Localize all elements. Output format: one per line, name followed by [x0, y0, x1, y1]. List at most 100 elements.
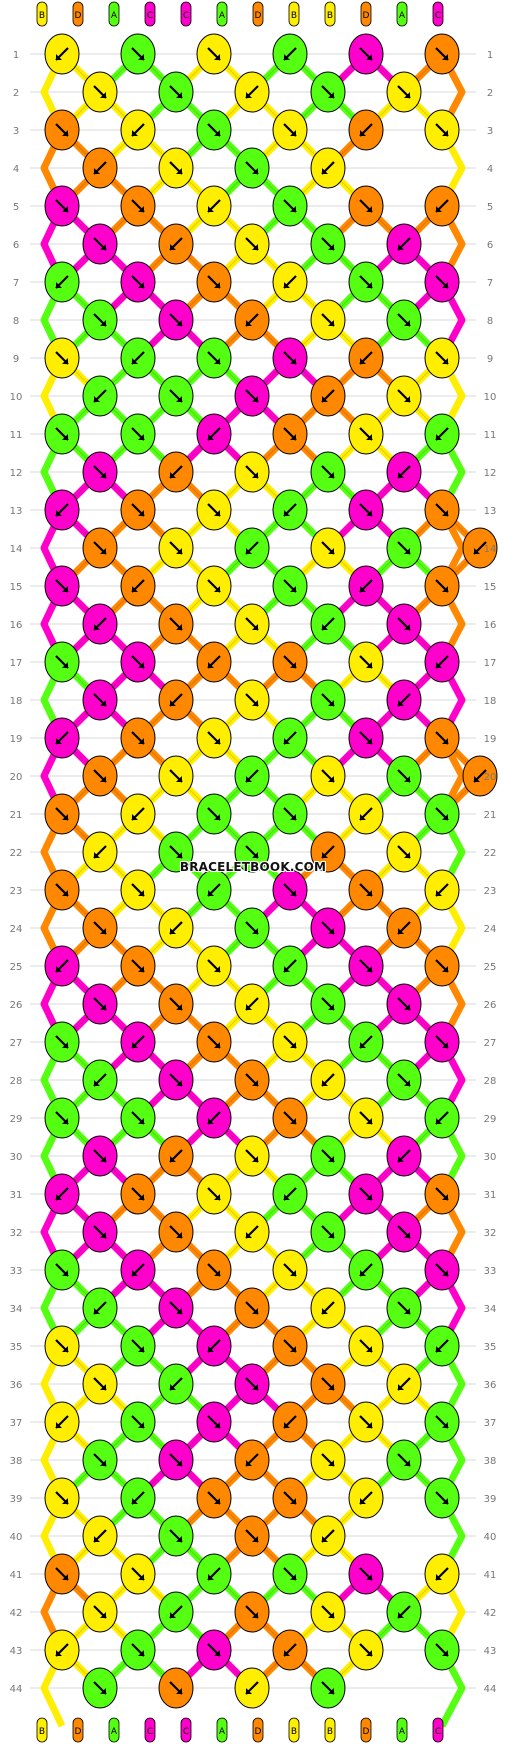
knot-arrow-head	[138, 510, 144, 516]
knot	[348, 1021, 384, 1063]
knot-arrow-head	[138, 1194, 144, 1200]
knot	[234, 1135, 270, 1177]
string-label-top: C	[183, 11, 189, 21]
thread-end	[36, 1, 48, 27]
knot	[120, 565, 156, 607]
knot-arrow-head	[208, 206, 214, 212]
knot	[348, 1325, 384, 1367]
knot	[272, 185, 308, 227]
knot	[310, 375, 346, 417]
knot-arrow-head	[138, 434, 144, 440]
knot	[120, 869, 156, 911]
string-label-top: C	[147, 11, 153, 21]
knot-arrow-head	[442, 814, 448, 820]
knot-arrow-head	[436, 206, 442, 212]
knot	[196, 1249, 232, 1291]
knot	[120, 337, 156, 379]
knot-arrow-head	[138, 662, 144, 668]
knot	[348, 1401, 384, 1443]
knot-arrow-head	[214, 1042, 220, 1048]
knot-arrow-head	[252, 700, 258, 706]
row-number-left: 4	[13, 164, 19, 175]
knot-arrow-head	[366, 738, 372, 744]
knot-arrow-head	[328, 1384, 334, 1390]
knot-arrow-head	[214, 1194, 220, 1200]
knot	[272, 1097, 308, 1139]
knot-arrow-head	[442, 738, 448, 744]
knot-arrow-head	[100, 928, 106, 934]
knot-arrow-head	[284, 1194, 290, 1200]
knot-arrow-head	[442, 510, 448, 516]
knot	[234, 907, 270, 949]
knot-arrow-head	[170, 1384, 176, 1390]
knot	[120, 1477, 156, 1519]
row-number-left: 14	[10, 544, 23, 555]
row-number-right: 22	[484, 848, 497, 859]
knot	[44, 337, 80, 379]
knot-arrow-head	[208, 1118, 214, 1124]
knot	[310, 527, 346, 569]
row-number-right: 30	[484, 1152, 497, 1163]
knot	[82, 1363, 118, 1405]
knot-arrow-head	[100, 1612, 106, 1618]
knot-arrow-head	[252, 1384, 258, 1390]
knot-arrow-head	[246, 1004, 252, 1010]
row-number-left: 39	[10, 1494, 23, 1505]
knot-arrow-head	[132, 1270, 138, 1276]
thread-end	[432, 1, 444, 27]
thread-end	[288, 1717, 300, 1743]
knot-arrow-head	[398, 700, 404, 706]
knot-arrow-head	[176, 1460, 182, 1466]
knot-arrow-head	[214, 1422, 220, 1428]
knot	[310, 603, 346, 645]
knot-arrow-head	[62, 1346, 68, 1352]
knot-arrow-head	[328, 548, 334, 554]
row-number-left: 19	[10, 734, 23, 745]
row-number-right: 8	[487, 316, 493, 327]
knot-arrow-head	[398, 244, 404, 250]
knot	[44, 489, 80, 531]
knot	[120, 1401, 156, 1443]
row-number-right: 26	[484, 1000, 497, 1011]
knot-arrow-head	[176, 396, 182, 402]
knot-arrow-head	[328, 1232, 334, 1238]
knot-arrow-head	[442, 1422, 448, 1428]
knot	[348, 1097, 384, 1139]
knot	[424, 1325, 460, 1367]
knot	[120, 413, 156, 455]
knot-arrow-head	[214, 282, 220, 288]
knot-arrow-head	[252, 472, 258, 478]
knot	[272, 1021, 308, 1063]
knot-arrow-head	[290, 586, 296, 592]
knot-arrow-head	[170, 244, 176, 250]
knot	[348, 1477, 384, 1519]
knot	[424, 413, 460, 455]
knot	[120, 109, 156, 151]
knot	[196, 109, 232, 151]
knot	[82, 1439, 118, 1481]
knot-arrow-head	[138, 738, 144, 744]
knot-arrow-head	[176, 624, 182, 630]
knot-arrow-head	[474, 548, 480, 554]
row-number-right: 23	[484, 886, 497, 897]
knot	[272, 1173, 308, 1215]
knot-arrow-head	[328, 928, 334, 934]
string-label-bottom: B	[291, 1727, 297, 1737]
knot	[158, 907, 194, 949]
knot	[196, 1173, 232, 1215]
row-number-left: 42	[10, 1608, 23, 1619]
knot	[386, 907, 422, 949]
knot	[158, 1363, 194, 1405]
knot	[82, 71, 118, 113]
knot	[310, 71, 346, 113]
knot-arrow-head	[290, 1346, 296, 1352]
knot	[82, 1515, 118, 1557]
knot	[386, 679, 422, 721]
knot	[196, 489, 232, 531]
row-number-left: 8	[13, 316, 19, 327]
knot-arrow-head	[170, 928, 176, 934]
knot-arrow-head	[366, 206, 372, 212]
knot-arrow-head	[214, 738, 220, 744]
knot	[82, 603, 118, 645]
